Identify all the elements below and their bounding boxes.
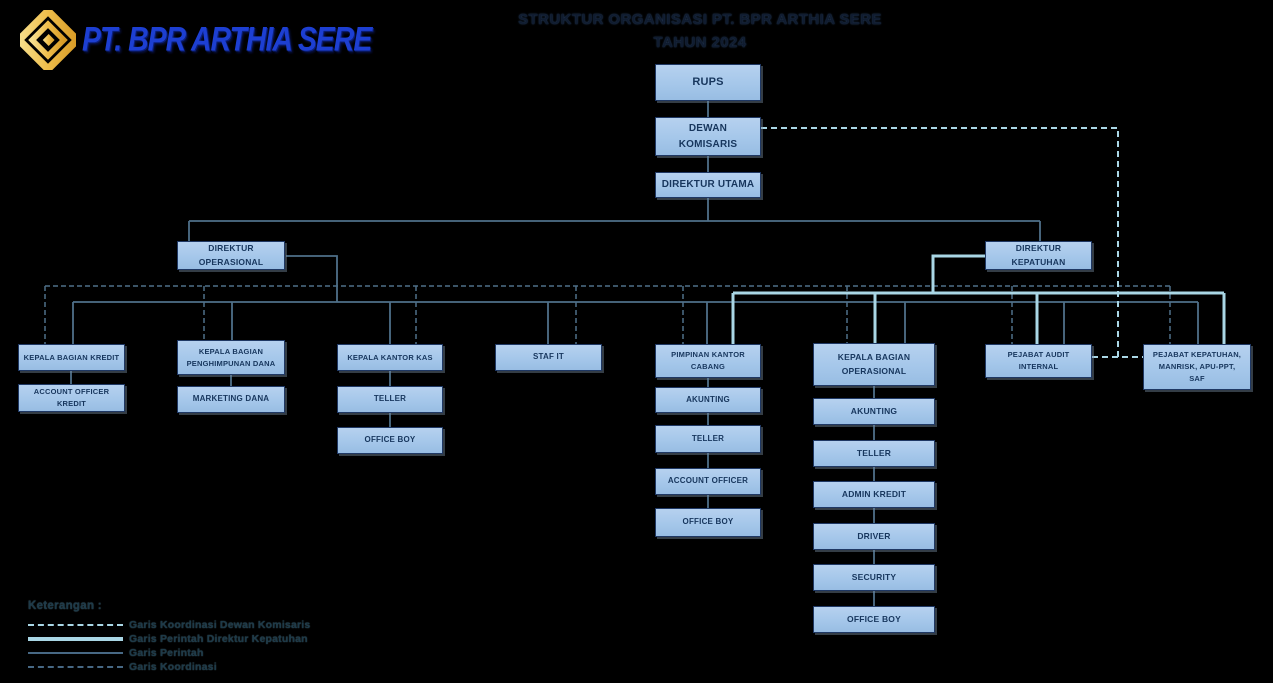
org-node-kepala-bagian-penghimpunan-dana: KEPALA BAGIAN PENGHIMPUNAN DANA [177, 340, 285, 375]
org-node-account-officer-cabang: ACCOUNT OFFICER [655, 468, 761, 495]
org-node-direktur-operasional: DIREKTUR OPERASIONAL [177, 241, 285, 270]
org-node-teller-cabang: TELLER [655, 425, 761, 453]
org-node-pimpinan-kantor-cabang: PIMPINAN KANTOR CABANG [655, 344, 761, 378]
legend-swatch-koordinasi-dewan-komisaris [28, 624, 123, 626]
company-name: PT. BPR ARTHIA SERE [82, 20, 372, 59]
legend-item: Garis Koordinasi Dewan Komisaris [28, 618, 388, 632]
legend-label: Garis Koordinasi Dewan Komisaris [129, 619, 311, 631]
page-title: STRUKTUR ORGANISASI PT. BPR ARTHIA SERE … [420, 8, 980, 55]
garis-perintah-direktur-kepatuhan-lines [731, 254, 1226, 344]
org-node-akunting-operasional: AKUNTING [813, 398, 935, 425]
garis-perintah-lines [70, 101, 1199, 606]
org-node-kepala-kantor-kas: KEPALA KANTOR KAS [337, 344, 443, 371]
org-node-account-officer-kredit: ACCOUNT OFFICER KREDIT [18, 384, 125, 412]
org-node-dewan-komisaris: DEWAN KOMISARIS [655, 117, 761, 156]
org-node-marketing-dana: MARKETING DANA [177, 386, 285, 413]
page-title-line2: TAHUN 2024 [653, 34, 747, 52]
org-node-admin-kredit: ADMIN KREDIT [813, 481, 935, 508]
org-node-staf-it: STAF IT [495, 344, 602, 371]
org-node-pejabat-audit-internal: PEJABAT AUDIT INTERNAL [985, 344, 1092, 378]
legend-item: Garis Koordinasi [28, 660, 388, 674]
legend-label: Garis Perintah [129, 647, 204, 659]
legend-item: Garis Perintah [28, 646, 388, 660]
legend-label: Garis Perintah Direktur Kepatuhan [129, 633, 308, 645]
legend-label: Garis Koordinasi [129, 661, 217, 673]
page-title-line1: STRUKTUR ORGANISASI PT. BPR ARTHIA SERE [518, 11, 882, 28]
org-node-kepala-bagian-kredit: KEPALA BAGIAN KREDIT [18, 344, 125, 371]
org-node-pejabat-kepatuhan-manrisk-apu-ppt-saf: PEJABAT KEPATUHAN, MANRISK, APU-PPT, SAF [1143, 344, 1251, 390]
org-node-teller-operasional: TELLER [813, 440, 935, 467]
org-node-direktur-kepatuhan: DIREKTUR KEPATUHAN [985, 241, 1092, 270]
garis-koordinasi-dewan-komisaris-lines [761, 127, 1143, 358]
org-node-office-boy-operasional: OFFICE BOY [813, 606, 935, 633]
legend-swatch-perintah-direktur-kepatuhan [28, 637, 123, 641]
legend-swatch-perintah [28, 652, 123, 654]
company-logo: PT. BPR ARTHIA SERE [20, 10, 377, 70]
legend-heading: Keterangan : [28, 600, 102, 612]
legend-swatch-koordinasi [28, 666, 123, 668]
legend: Keterangan : Garis Koordinasi Dewan Komi… [28, 600, 388, 674]
garis-koordinasi-lines [44, 285, 1171, 344]
org-node-kepala-bagian-operasional: KEPALA BAGIAN OPERASIONAL [813, 343, 935, 386]
legend-item: Garis Perintah Direktur Kepatuhan [28, 632, 388, 646]
org-node-security: SECURITY [813, 564, 935, 591]
org-node-akunting-cabang: AKUNTING [655, 387, 761, 413]
company-logo-icon [20, 10, 76, 70]
org-node-rups: RUPS [655, 64, 761, 101]
org-node-office-boy-cabang: OFFICE BOY [655, 508, 761, 537]
org-node-direktur-utama: DIREKTUR UTAMA [655, 172, 761, 198]
org-node-teller-kantor-kas: TELLER [337, 386, 443, 413]
org-node-office-boy-kantor-kas: OFFICE BOY [337, 427, 443, 454]
org-node-driver: DRIVER [813, 523, 935, 550]
